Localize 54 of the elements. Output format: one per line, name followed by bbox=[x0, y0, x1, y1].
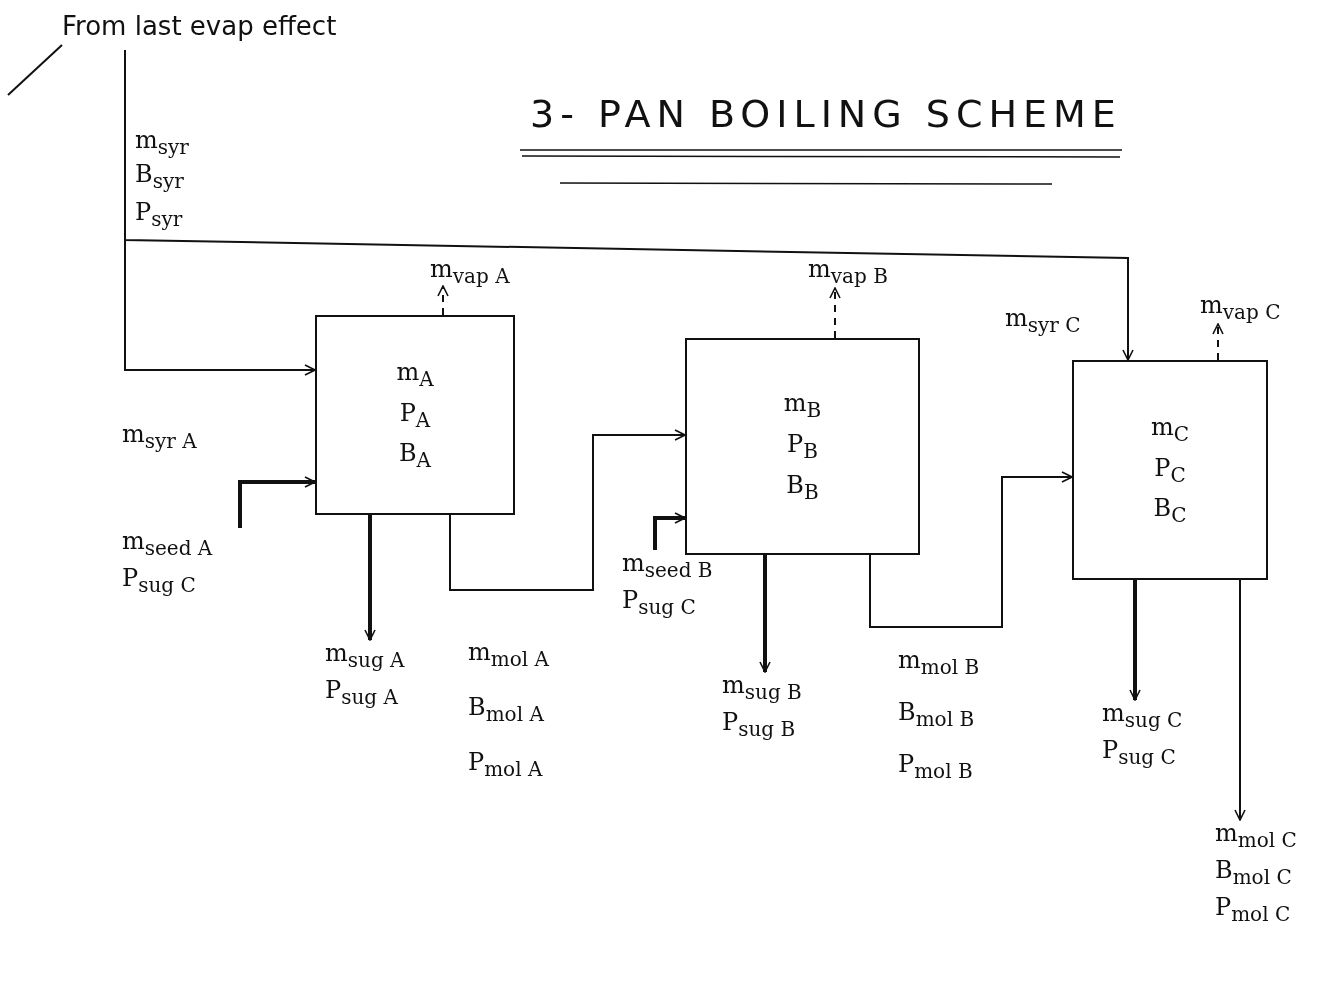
variable-label: P$_{B}$ bbox=[787, 431, 818, 462]
stream-variable: P$_{sug C}$ bbox=[122, 564, 196, 596]
stream-variable: B$_{mol A}$ bbox=[468, 695, 544, 724]
arrow bbox=[759, 555, 771, 673]
stream-variable: m$_{sug B}$ bbox=[722, 672, 802, 703]
source-text: From last evap effect bbox=[62, 12, 337, 41]
arrow bbox=[364, 515, 376, 641]
arrow bbox=[238, 476, 316, 528]
arrow bbox=[869, 471, 1073, 628]
stream-variable: P$_{sug C}$ bbox=[622, 586, 696, 618]
arrow bbox=[1212, 323, 1224, 361]
stream-variable: m$_{syr C}$ bbox=[1005, 306, 1081, 335]
stream-variable: B$_{mol B}$ bbox=[898, 700, 975, 729]
stream-variable: P$_{sug A}$ bbox=[325, 676, 398, 708]
stream-variable: m$_{vap A}$ bbox=[430, 256, 510, 287]
stream-variable: m$_{sug C}$ bbox=[1102, 700, 1183, 731]
stream-variable: m$_{mol C}$ bbox=[1215, 820, 1297, 851]
stream-variable: m$_{seed A}$ bbox=[122, 528, 213, 559]
stream-variable: P$_{mol B}$ bbox=[898, 752, 973, 781]
stream-variable: B$_{mol C}$ bbox=[1215, 856, 1292, 888]
variable-label: P$_{C}$ bbox=[1154, 454, 1186, 486]
stream-variable: m$_{vap B}$ bbox=[808, 256, 888, 287]
pan-box bbox=[1072, 360, 1268, 580]
variable-label: P$_{A}$ bbox=[399, 399, 431, 431]
stream-variable: m$_{syr A}$ bbox=[122, 422, 197, 451]
stream-variable: P$_{sug B}$ bbox=[722, 708, 796, 740]
variable-label: B$_{B}$ bbox=[786, 471, 819, 503]
arrow bbox=[449, 429, 686, 591]
pan-box bbox=[315, 315, 515, 515]
connector-line bbox=[7, 44, 63, 96]
stream-variable: m$_{sug A}$ bbox=[325, 640, 405, 671]
arrow bbox=[124, 49, 1134, 361]
stream-variable: P$_{sug C}$ bbox=[1102, 736, 1176, 768]
title: 3- PAN BOILING SCHEME bbox=[530, 92, 1122, 136]
arrow bbox=[653, 512, 686, 550]
variable-label: B$_{C}$ bbox=[1153, 495, 1187, 527]
variable-label: m$_{A}$ bbox=[396, 358, 434, 390]
variable-label: m$_{C}$ bbox=[1150, 413, 1190, 445]
variable-label: B$_{A}$ bbox=[398, 440, 432, 472]
arrow bbox=[437, 285, 449, 316]
stream-variable: m$_{seed B}$ bbox=[622, 550, 713, 581]
stream-variable: P$_{mol C}$ bbox=[1215, 893, 1291, 925]
stream-variable: m$_{vap C}$ bbox=[1200, 292, 1281, 323]
arrow bbox=[1129, 580, 1141, 701]
arrow bbox=[1234, 579, 1246, 821]
stream-variable: B$_{syr}$ bbox=[135, 162, 184, 191]
arrow bbox=[829, 287, 841, 339]
stream-variable: P$_{syr}$ bbox=[135, 200, 183, 229]
pan-box bbox=[685, 338, 920, 555]
stream-variable: m$_{syr}$ bbox=[135, 128, 189, 157]
stream-variable: m$_{mol A}$ bbox=[468, 640, 549, 669]
stream-variable: P$_{mol A}$ bbox=[468, 750, 543, 779]
variable-label: m$_{B}$ bbox=[783, 390, 822, 422]
stream-variable: m$_{mol B}$ bbox=[898, 648, 980, 677]
